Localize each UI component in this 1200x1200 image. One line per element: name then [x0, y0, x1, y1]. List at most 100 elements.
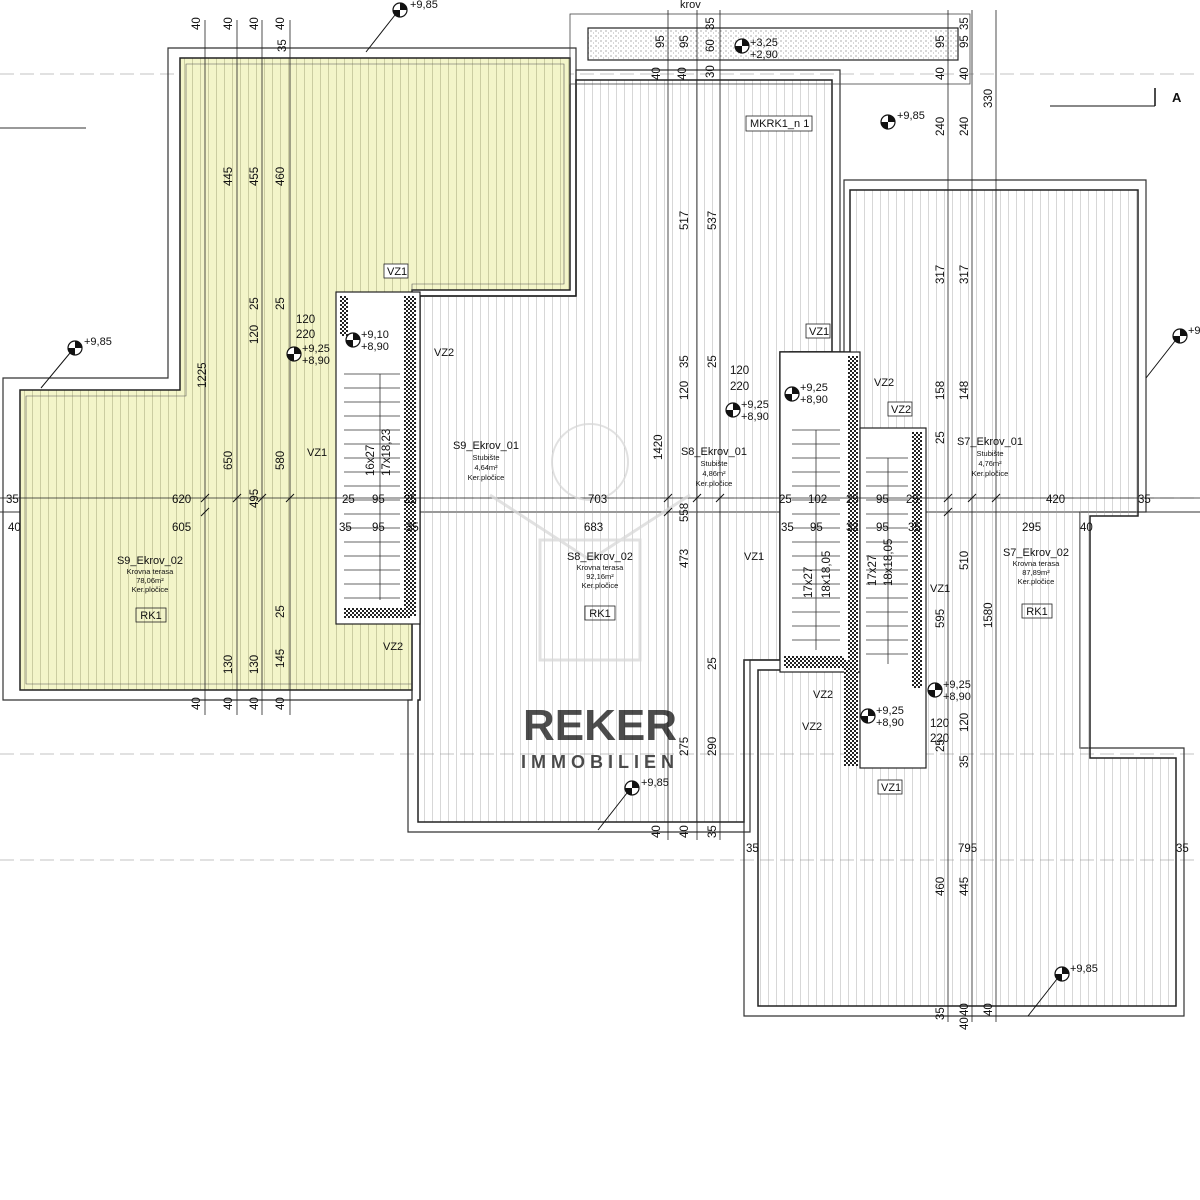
room-s9-stair: S9_Ekrov_01 Stubište 4,64m² Ker.pločice: [453, 440, 519, 482]
svg-text:25: 25: [779, 494, 792, 506]
level-marker-left: [40, 340, 83, 389]
svg-text:95: 95: [810, 522, 823, 534]
svg-text:35: 35: [781, 522, 794, 534]
svg-text:35: 35: [707, 825, 719, 838]
vz1-s9-side: VZ1: [307, 447, 327, 459]
svg-text:25: 25: [249, 297, 261, 310]
dimension-lines: [0, 10, 1200, 1022]
svg-text:605: 605: [172, 522, 191, 534]
svg-text:580: 580: [275, 451, 287, 470]
level-marker-top: [365, 2, 408, 53]
svg-text:Stubište: Stubište: [472, 453, 499, 462]
svg-text:40: 40: [679, 825, 691, 838]
vz2-s7-top: VZ2: [891, 404, 911, 416]
svg-text:40: 40: [959, 1017, 971, 1030]
level-s8-landing-top: +9,25: [741, 399, 769, 411]
svg-text:703: 703: [588, 494, 607, 506]
watermark-brand: REKER: [523, 701, 677, 750]
svg-text:S8_Ekrov_01: S8_Ekrov_01: [681, 446, 747, 458]
svg-text:92,16m²: 92,16m²: [586, 572, 614, 581]
svg-text:95: 95: [372, 522, 385, 534]
vz2-s7-bottom: VZ2: [802, 721, 822, 733]
svg-text:Ker.pločice: Ker.pločice: [582, 581, 619, 590]
svg-text:30: 30: [705, 65, 717, 78]
svg-text:S7_Ekrov_02: S7_Ekrov_02: [1003, 547, 1069, 559]
svg-text:Ker.pločice: Ker.pločice: [468, 473, 505, 482]
svg-text:95: 95: [876, 494, 889, 506]
svg-text:460: 460: [935, 877, 947, 896]
svg-text:S8_Ekrov_02: S8_Ekrov_02: [567, 551, 633, 563]
dimension-labels: 40 40 40 40 35 35 95 95 60 35 95 95 40 4…: [6, 17, 1189, 1030]
svg-text:Krovna terasa: Krovna terasa: [577, 563, 625, 572]
svg-text:145: 145: [275, 649, 287, 668]
svg-text:473: 473: [679, 549, 691, 568]
level-s9-stair-top: +9,10: [361, 329, 389, 341]
svg-text:650: 650: [223, 451, 235, 470]
svg-text:95: 95: [372, 494, 385, 506]
svg-text:130: 130: [223, 655, 235, 674]
svg-text:35: 35: [1138, 494, 1151, 506]
level-s7-landing-top: +9,25: [876, 705, 904, 717]
stair-annotations: 16x27 17x18,23 17x27 18x18,05 17x27 18x1…: [365, 429, 895, 598]
level-s9-stair-bottom: +8,90: [361, 341, 389, 353]
svg-text:220: 220: [730, 381, 749, 393]
stairwell-s8: [779, 351, 861, 673]
level-markers: +9,85 +9,85 +9,85 +9 +9,85 +9,85 +3,25 +…: [40, 0, 1200, 1017]
svg-text:120: 120: [730, 365, 749, 377]
svg-text:95: 95: [959, 35, 971, 48]
vz2-s9-top: VZ2: [434, 347, 454, 359]
vz2-s8-bottom: VZ2: [813, 689, 833, 701]
svg-text:S9_Ekrov_02: S9_Ekrov_02: [117, 555, 183, 567]
svg-text:40: 40: [959, 67, 971, 80]
svg-text:25: 25: [275, 605, 287, 618]
svg-text:17x18,23: 17x18,23: [381, 429, 393, 476]
svg-text:1225: 1225: [197, 362, 209, 388]
svg-text:290: 290: [707, 737, 719, 756]
svg-text:95: 95: [655, 35, 667, 48]
svg-text:35: 35: [406, 522, 419, 534]
svg-text:RK1: RK1: [1026, 606, 1047, 618]
svg-text:130: 130: [249, 655, 261, 674]
svg-text:40: 40: [223, 697, 235, 710]
svg-text:317: 317: [959, 265, 971, 284]
svg-text:25: 25: [707, 355, 719, 368]
svg-text:445: 445: [223, 167, 235, 186]
svg-text:510: 510: [959, 551, 971, 570]
svg-text:517: 517: [679, 211, 691, 230]
terrace-code: MKRK1_n 1: [750, 118, 809, 130]
room-s8-stair: S8_Ekrov_01 Stubište 4,86m² Ker.pločice: [681, 446, 747, 488]
svg-text:40: 40: [651, 825, 663, 838]
svg-text:35: 35: [908, 522, 921, 534]
svg-text:25: 25: [342, 494, 355, 506]
room-s9-terrace: S9_Ekrov_02 Krovna terasa 78,06m² Ker.pl…: [117, 555, 183, 623]
svg-text:40: 40: [677, 67, 689, 80]
vz1-s7-side: VZ1: [930, 583, 950, 595]
svg-text:Ker.pločice: Ker.pločice: [696, 479, 733, 488]
svg-text:40: 40: [935, 67, 947, 80]
labels: krov MKRK1_n 1 A VZ1 VZ2 VZ1 VZ2 VZ1 VZ2…: [307, 0, 1182, 795]
svg-text:460: 460: [275, 167, 287, 186]
level-s7-stair-bottom: +8,90: [943, 691, 971, 703]
svg-text:220: 220: [930, 733, 949, 745]
svg-text:40: 40: [275, 17, 287, 30]
svg-text:40: 40: [1080, 522, 1093, 534]
level-right: +9: [1188, 325, 1200, 337]
svg-text:595: 595: [935, 609, 947, 628]
svg-text:35: 35: [1176, 843, 1189, 855]
watermark-subtitle: IMMOBILIEN: [521, 752, 679, 772]
svg-text:17x27: 17x27: [803, 567, 815, 598]
level-upper-right: +9,85: [897, 110, 925, 122]
room-s7-terrace: S7_Ekrov_02 Krovna terasa 87,89m² Ker.pl…: [1003, 547, 1069, 619]
svg-text:S7_Ekrov_01: S7_Ekrov_01: [957, 436, 1023, 448]
roof-outline: [569, 13, 971, 85]
stairwell-s9: [335, 291, 421, 625]
level-s7-landing-bottom: +8,90: [876, 717, 904, 729]
level-top: +9,85: [410, 0, 438, 11]
svg-text:35: 35: [6, 494, 19, 506]
svg-text:35: 35: [746, 843, 759, 855]
svg-text:240: 240: [935, 117, 947, 136]
svg-text:275: 275: [679, 737, 691, 756]
svg-text:Ker.pločice: Ker.pločice: [132, 585, 169, 594]
svg-text:Ker.pločice: Ker.pločice: [1018, 577, 1055, 586]
level-s9-landing-bottom: +8,90: [302, 355, 330, 367]
